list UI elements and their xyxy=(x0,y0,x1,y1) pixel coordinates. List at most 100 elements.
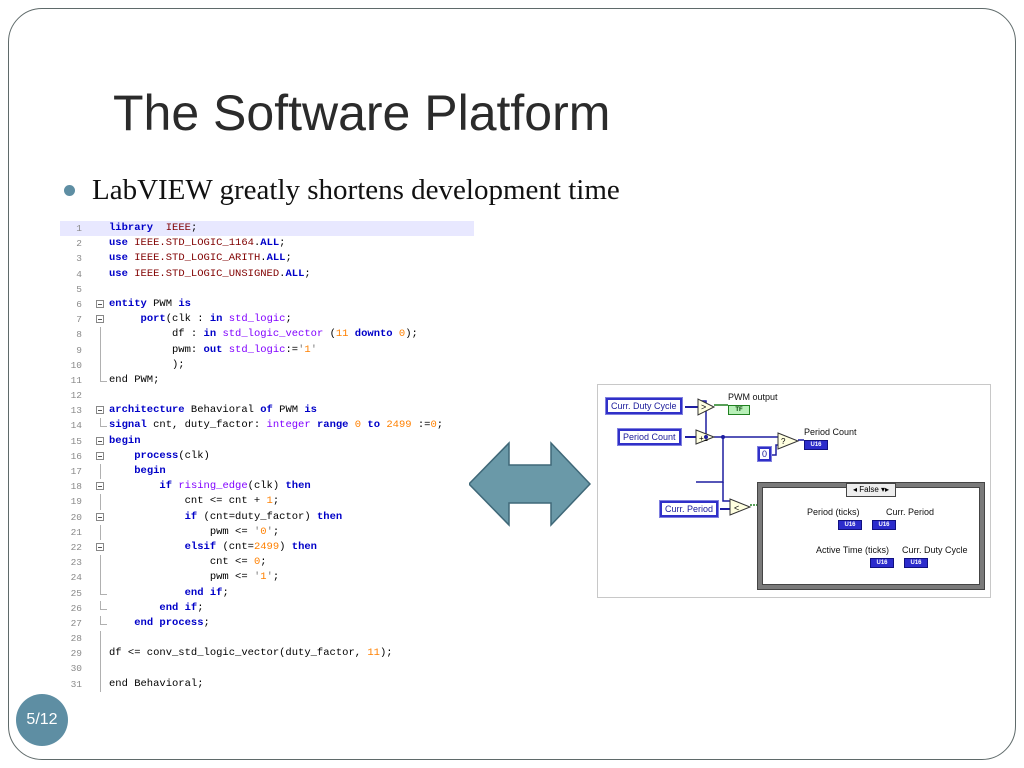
fold-gutter xyxy=(95,221,107,236)
code-line: 10 ); xyxy=(60,357,474,373)
code-token: range xyxy=(316,419,349,432)
code-text: port(clk : in std_logic; xyxy=(109,312,292,327)
code-text: ); xyxy=(109,358,185,373)
line-number: 3 xyxy=(76,253,82,265)
fold-toggle-icon[interactable] xyxy=(96,542,104,551)
code-token: ) xyxy=(279,540,292,553)
code-token: 0 xyxy=(354,419,362,432)
code-token: ( xyxy=(323,328,336,341)
code-token: Behavioral xyxy=(184,404,261,417)
code-token: IEEE.STD_LOGIC_ARITH xyxy=(134,252,261,265)
line-number: 17 xyxy=(70,466,82,477)
code-token xyxy=(109,602,159,614)
code-token xyxy=(153,222,166,234)
fold-gutter xyxy=(95,585,107,601)
fold-toggle-icon[interactable] xyxy=(96,315,104,324)
code-token: ' xyxy=(310,343,317,356)
line-number: 9 xyxy=(76,344,82,356)
code-token xyxy=(109,541,185,553)
code-line: 3 use IEEE.STD_LOGIC_ARITH.ALL; xyxy=(60,251,474,266)
code-token: use xyxy=(109,252,128,265)
fold-toggle-icon[interactable] xyxy=(96,436,104,445)
curr-period-label: Curr. Period xyxy=(886,507,935,517)
code-token: ALL xyxy=(266,252,286,265)
code-line: 17 begin xyxy=(60,464,474,480)
code-token: elsif xyxy=(184,540,217,553)
code-text: signal cnt, duty_factor: integer range 0… xyxy=(109,418,443,433)
code-token: ); xyxy=(379,647,393,660)
code-token: ' xyxy=(266,571,273,584)
code-token: is xyxy=(304,404,317,417)
code-token: use xyxy=(109,267,128,280)
code-text: cnt <= 0; xyxy=(109,555,267,570)
case-selector: ◂ False ▾▸ xyxy=(846,483,896,497)
fold-toggle-icon[interactable] xyxy=(96,512,104,521)
code-line: 12 xyxy=(60,388,474,403)
fold-toggle-icon[interactable] xyxy=(96,406,104,415)
code-token: ; xyxy=(279,237,286,250)
code-token: downto xyxy=(354,328,393,341)
period-count-indicator: U16 xyxy=(804,440,828,450)
line-number: 4 xyxy=(76,268,82,280)
code-token: out xyxy=(203,343,223,356)
code-token: df : xyxy=(109,328,204,341)
code-token: signal xyxy=(109,419,147,432)
code-text: begin xyxy=(109,464,166,479)
fold-gutter xyxy=(95,327,107,343)
fold-gutter xyxy=(95,464,107,480)
line-number: 30 xyxy=(70,663,82,675)
slide-title: The Software Platform xyxy=(113,85,611,141)
code-token: end if xyxy=(159,601,198,614)
code-token: 0 xyxy=(260,525,267,538)
line-number: 26 xyxy=(70,602,82,614)
code-token: ' xyxy=(253,571,261,584)
code-token: end PWM; xyxy=(109,373,160,386)
code-text: df : in std_logic_vector (11 downto 0); xyxy=(109,327,418,342)
code-token: 0 xyxy=(398,328,406,341)
code-token: then xyxy=(316,510,343,523)
code-line: 21 pwm <= '0'; xyxy=(60,524,474,540)
code-text: pwm: out std_logic:='1' xyxy=(109,343,317,358)
code-token: pwm: xyxy=(109,343,204,356)
code-line: 7 port(clk : in std_logic; xyxy=(60,312,474,327)
active-time-u16: U16 xyxy=(870,558,894,568)
code-token: library xyxy=(109,222,154,234)
line-number: 8 xyxy=(76,329,82,341)
fold-toggle-icon[interactable] xyxy=(96,482,104,491)
code-token: 1 xyxy=(260,571,267,584)
fold-gutter xyxy=(95,297,107,312)
code-token: IEEE.STD_LOGIC_UNSIGNED xyxy=(134,267,280,280)
code-line: 18 if rising_edge(clk) then xyxy=(60,479,474,494)
fold-toggle-icon[interactable] xyxy=(96,451,104,460)
code-token: 2499 xyxy=(253,540,280,553)
code-token xyxy=(109,450,134,462)
code-token: ; xyxy=(304,267,311,280)
line-number: 14 xyxy=(70,420,82,432)
line-number: 24 xyxy=(70,572,82,584)
code-token: ; xyxy=(222,586,229,599)
code-token: cnt <= cnt + xyxy=(109,495,267,508)
code-token: (cnt=duty_factor) xyxy=(197,510,317,523)
case-selector-value: False xyxy=(859,485,879,494)
curr-duty-cycle-label: Curr. Duty Cycle xyxy=(902,545,968,555)
line-number: 27 xyxy=(70,617,82,629)
code-token: ; xyxy=(285,252,292,265)
fold-toggle-icon[interactable] xyxy=(96,299,104,308)
code-token: then xyxy=(285,480,311,493)
code-line: 23 cnt <= 0; xyxy=(60,555,474,571)
fold-gutter xyxy=(95,555,107,571)
fold-gutter xyxy=(95,267,107,282)
code-token: . xyxy=(260,252,267,265)
code-token: end process xyxy=(134,616,204,629)
fold-gutter xyxy=(95,357,107,373)
fold-gutter xyxy=(95,615,107,631)
code-token: ); xyxy=(109,358,185,371)
code-token: 2499 xyxy=(386,419,412,432)
code-line: 8 df : in std_logic_vector (11 downto 0)… xyxy=(60,327,474,343)
fold-gutter xyxy=(95,646,107,662)
code-token: then xyxy=(291,540,317,553)
code-token: cnt, duty_factor: xyxy=(146,419,267,432)
